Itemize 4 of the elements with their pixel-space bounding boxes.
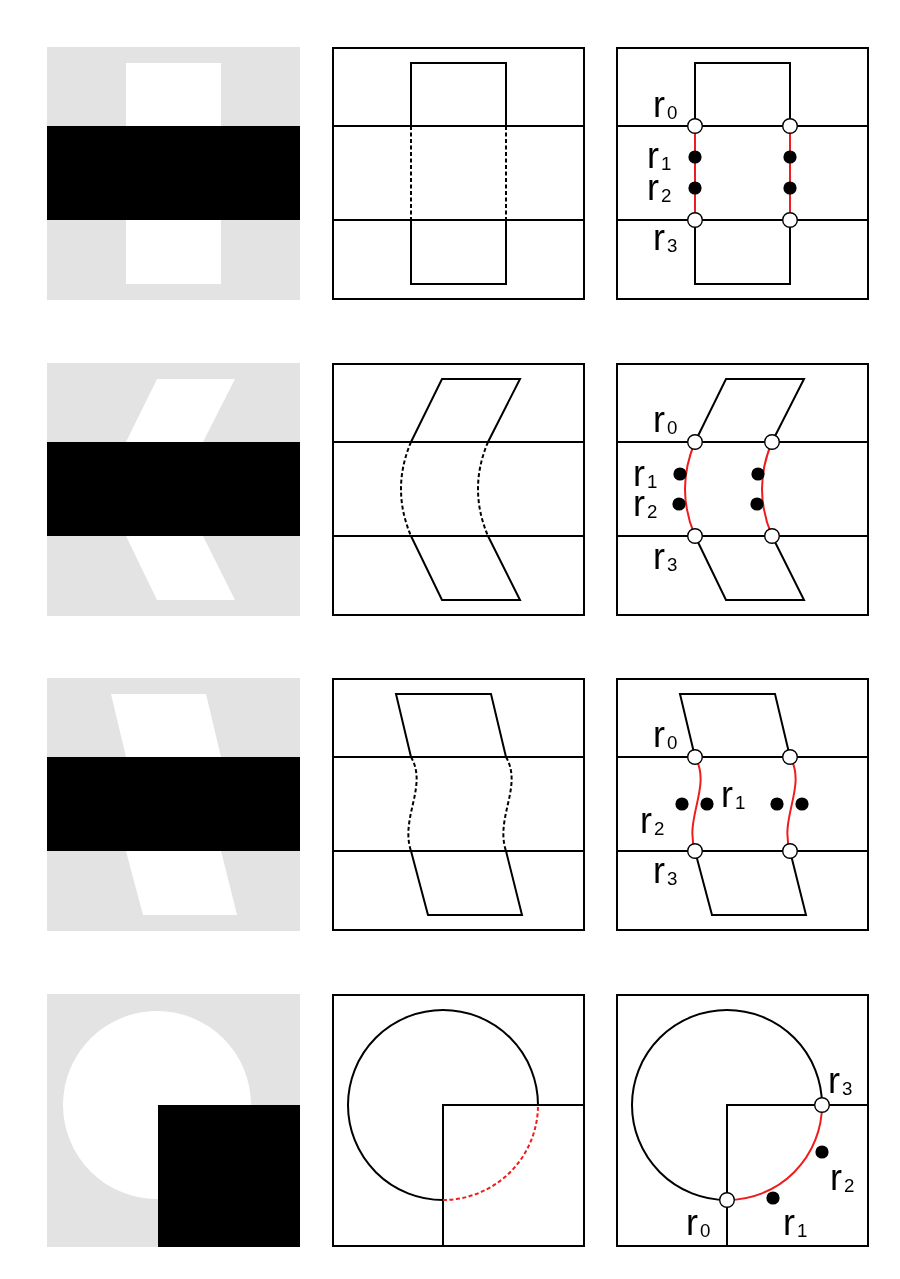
point-label: r$_{1}$ — [783, 1208, 808, 1236]
point-label: r$_{3}$ — [828, 1066, 853, 1094]
point-label: r$_{0}$ — [686, 1208, 711, 1236]
point-label: r$_{2}$ — [830, 1163, 855, 1191]
